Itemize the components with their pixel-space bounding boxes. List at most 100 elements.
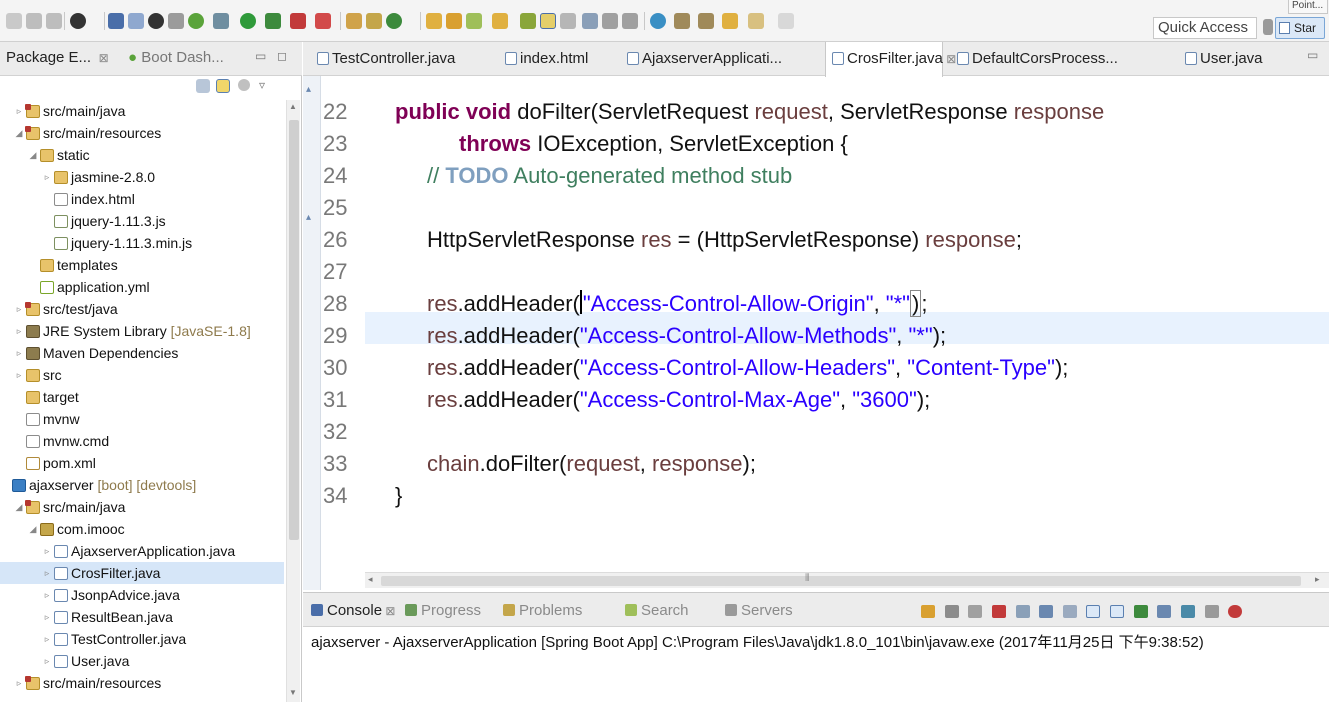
console-tab[interactable]: Problems [503, 602, 582, 619]
show-on-stderr-icon[interactable] [1110, 605, 1124, 619]
expand-toggle-icon[interactable]: ◢ [15, 502, 23, 512]
tree-item[interactable]: ▹AjaxserverApplication.java [0, 540, 284, 562]
save-icon[interactable] [26, 13, 42, 29]
expand-toggle-icon[interactable]: ▹ [44, 172, 50, 182]
console-tab[interactable]: Console ⊠ [311, 602, 395, 619]
display-console-icon[interactable] [1157, 605, 1172, 619]
focus-icon[interactable] [238, 79, 250, 91]
pin-console-icon[interactable] [921, 605, 935, 619]
forward-disabled-icon[interactable] [778, 13, 794, 29]
editor-tab[interactable]: DefaultCorsProcess... [951, 42, 1169, 76]
editor-tab[interactable]: User.java [1179, 42, 1279, 76]
tree-scrollbar[interactable]: ▲ ▼ [286, 100, 300, 702]
show-on-stdout-icon[interactable] [1086, 605, 1101, 619]
scroll-left-icon[interactable]: ◂ [368, 574, 373, 584]
code-line[interactable]: } [395, 480, 402, 512]
tree-item[interactable]: ▹Maven Dependencies [0, 342, 284, 364]
settings-icon[interactable] [70, 13, 86, 29]
perspective-button[interactable]: Star [1275, 17, 1325, 39]
editor-tab[interactable]: CrosFilter.java ⊠ [825, 42, 956, 77]
perspective-switcher-top[interactable]: Point... [1288, 0, 1328, 14]
close-icon[interactable]: ⊠ [95, 51, 109, 65]
expand-toggle-icon[interactable]: ▹ [44, 546, 50, 556]
scroll-down-icon[interactable]: ▼ [289, 688, 297, 697]
block-selection-icon[interactable] [168, 13, 184, 29]
tree-item[interactable]: ▹src/main/resources [0, 672, 284, 694]
expand-toggle-icon[interactable]: ▹ [16, 370, 22, 380]
tree-item[interactable]: index.html [0, 188, 284, 210]
code-line[interactable]: public void doFilter(ServletRequest requ… [395, 96, 1104, 128]
word-wrap-icon[interactable] [1062, 605, 1077, 619]
toggle-mark-icon[interactable] [128, 13, 144, 29]
tree-item[interactable]: ▹src/main/java [0, 100, 284, 122]
tab-boot-dashboard[interactable]: ● Boot Dash... [128, 49, 224, 66]
console-tab[interactable]: Progress [405, 602, 481, 619]
back-icon[interactable] [722, 13, 738, 29]
tab-package-explorer[interactable]: Package E... ⊠ [6, 49, 109, 66]
tree-item[interactable]: jquery-1.11.3.js [0, 210, 284, 232]
clear-console-icon[interactable] [1015, 605, 1030, 619]
toggle-highlight-icon[interactable] [540, 13, 556, 29]
open-perspective-icon[interactable] [1263, 19, 1273, 35]
spring-icon[interactable] [188, 13, 204, 29]
show-view-icon[interactable] [582, 13, 598, 29]
tree-item[interactable]: ▹src [0, 364, 284, 386]
expand-toggle-icon[interactable]: ▹ [44, 590, 50, 600]
expand-toggle-icon[interactable]: ▹ [16, 326, 22, 336]
paragraph-icon[interactable] [622, 13, 638, 29]
tree-item[interactable]: target [0, 386, 284, 408]
code-line[interactable]: chain.doFilter(request, response); [427, 448, 756, 480]
expand-toggle-icon[interactable]: ◢ [29, 150, 37, 160]
editor-tab[interactable]: AjaxserverApplicati... [621, 42, 811, 76]
tree-item[interactable]: ▹src/test/java [0, 298, 284, 320]
next-annotation-icon[interactable] [674, 13, 690, 29]
remove-launch-icon[interactable] [944, 605, 959, 619]
code-line[interactable]: throws IOException, ServletException { [459, 128, 848, 160]
tree-item[interactable]: ▹User.java [0, 650, 284, 672]
tree-item[interactable]: ◢static [0, 144, 284, 166]
scroll-right-icon[interactable]: ▸ [1315, 574, 1320, 584]
open-task-icon[interactable] [446, 13, 462, 29]
quick-access-input[interactable]: Quick Access [1153, 17, 1257, 39]
debug-icon[interactable] [213, 13, 229, 29]
code-line[interactable]: HttpServletResponse res = (HttpServletRe… [427, 224, 1022, 256]
maximize-icon[interactable]: ◻ [277, 49, 287, 63]
console-menu-icon[interactable] [1204, 605, 1219, 619]
tree-item[interactable]: ▹TestController.java [0, 628, 284, 650]
open-type-icon[interactable] [426, 13, 442, 29]
stop-icon[interactable] [290, 13, 306, 29]
tree-item[interactable]: mvnw.cmd [0, 430, 284, 452]
spring-console-icon[interactable] [1228, 605, 1243, 619]
breakpoint-icon[interactable] [148, 13, 164, 29]
new-package-icon[interactable] [366, 13, 382, 29]
tree-item[interactable]: templates [0, 254, 284, 276]
scroll-up-icon[interactable]: ▲ [289, 102, 297, 111]
editor-horizontal-scrollbar[interactable]: ◂ ⦀ ▸ [365, 572, 1329, 588]
tree-item[interactable]: ajaxserver [boot] [devtools] [0, 474, 284, 496]
tree-item[interactable]: ◢src/main/resources [0, 122, 284, 144]
expand-toggle-icon[interactable]: ▹ [16, 106, 22, 116]
editor-scroll-thumb[interactable] [381, 576, 1301, 586]
tree-scroll-thumb[interactable] [289, 120, 299, 540]
forward-icon[interactable] [748, 13, 764, 29]
editor-icon[interactable] [602, 13, 618, 29]
tree-item[interactable]: ▹CrosFilter.java [0, 562, 284, 584]
collapse-all-icon[interactable] [196, 79, 210, 93]
tree-item[interactable]: ▹JsonpAdvice.java [0, 584, 284, 606]
open-console-icon[interactable] [1133, 605, 1148, 619]
new-icon[interactable] [6, 13, 22, 29]
search-folder-icon[interactable] [492, 13, 508, 29]
editor-tab[interactable]: index.html [499, 42, 609, 76]
scroll-lock-icon[interactable] [1039, 605, 1054, 619]
expand-toggle-icon[interactable]: ▹ [44, 634, 50, 644]
view-menu-icon[interactable]: ▿ [259, 78, 266, 92]
editor-minimize-icon[interactable]: ▭ [1307, 48, 1319, 62]
new-console-icon[interactable] [1180, 605, 1195, 619]
tree-item[interactable]: ◢src/main/java [0, 496, 284, 518]
expand-toggle-icon[interactable]: ▹ [16, 678, 22, 688]
tree-item[interactable]: application.yml [0, 276, 284, 298]
globe-icon[interactable] [650, 13, 666, 29]
expand-toggle-icon[interactable]: ◢ [15, 128, 23, 138]
editor-tab[interactable]: TestController.java [311, 42, 491, 76]
expand-toggle-icon[interactable]: ▹ [16, 304, 22, 314]
